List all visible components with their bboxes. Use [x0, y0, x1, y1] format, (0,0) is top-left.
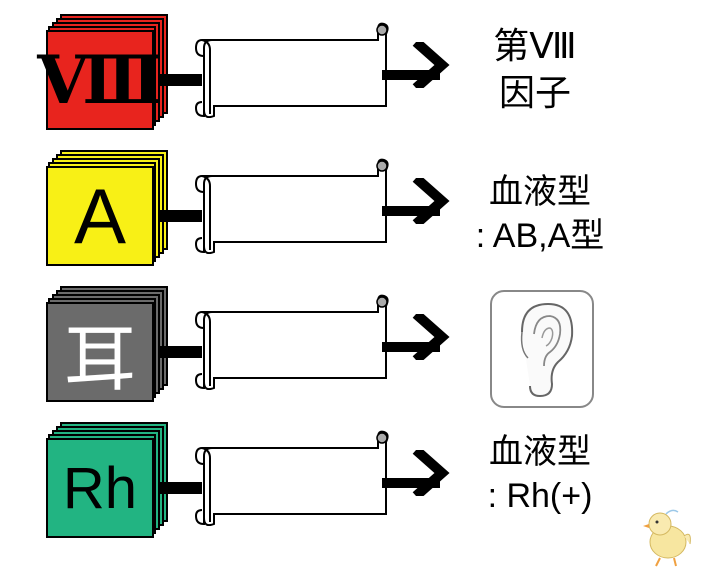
card-label: Rh	[62, 455, 138, 521]
arrow-icon	[382, 178, 450, 224]
card-front: Ⅷ	[37, 30, 163, 130]
connector-bar	[160, 210, 202, 222]
row-rh: Rh 血液型 : Rh(+)	[0, 408, 708, 538]
label-line: 血液型	[489, 432, 591, 472]
row-blood-a: A 血液型 : AB,A型	[0, 136, 708, 266]
label-line: : AB,A型	[475, 217, 605, 256]
arrow-icon	[382, 314, 450, 360]
row-ear: 耳	[0, 272, 708, 402]
card-front: A	[46, 166, 154, 266]
card-front: 耳	[46, 302, 154, 402]
connector-bar	[160, 482, 202, 494]
label-line: 第Ⅷ	[493, 26, 577, 67]
card-label: A	[73, 171, 127, 260]
scroll-icon	[194, 294, 389, 390]
result-label: 第Ⅷ 因子	[470, 24, 600, 118]
card-front: Rh	[46, 438, 154, 538]
card-stack: Ⅷ	[37, 14, 176, 130]
chick-icon	[643, 509, 691, 567]
card-stack: 耳	[46, 286, 176, 402]
card-label: Ⅷ	[37, 41, 163, 119]
label-line: 血液型	[489, 172, 591, 212]
connector-bar	[160, 74, 202, 86]
ear-drawing	[520, 302, 574, 398]
arrow-icon	[382, 450, 450, 496]
label-line: : Rh(+)	[487, 477, 593, 516]
ear-icon	[490, 290, 594, 408]
arrow-icon	[382, 42, 450, 88]
card-stack: Rh	[46, 422, 176, 538]
scroll-icon	[194, 22, 389, 118]
connector-bar	[160, 346, 202, 358]
scroll-icon	[194, 158, 389, 254]
result-label: 血液型 : Rh(+)	[450, 430, 630, 518]
label-line: 因子	[498, 72, 571, 114]
scroll-icon	[194, 430, 389, 526]
row-factor-viii: Ⅷ 第Ⅷ 因子	[0, 0, 708, 130]
result-label: 血液型 : AB,A型	[450, 170, 630, 258]
card-stack: A	[46, 150, 176, 266]
card-label: 耳	[63, 316, 136, 401]
